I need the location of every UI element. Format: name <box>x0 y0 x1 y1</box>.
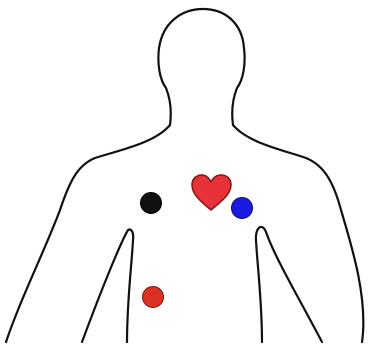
red-electrode-icon <box>143 287 164 308</box>
left-arm-inner-line <box>82 229 133 342</box>
body-outline <box>6 9 363 342</box>
blue-electrode-icon <box>232 198 253 219</box>
right-arm-inner-line <box>256 227 322 342</box>
black-electrode-icon <box>141 193 162 214</box>
heart-icon <box>192 175 231 210</box>
